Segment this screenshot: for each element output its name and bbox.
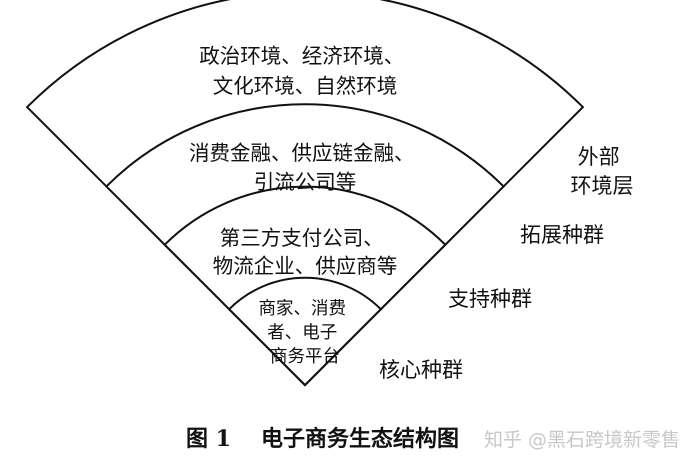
figure-title: 电子商务生态结构图	[261, 426, 459, 452]
extension-population-line: 引流公司等	[254, 170, 357, 194]
layer-label-line: 支持种群	[448, 287, 532, 311]
extension-population-text: 消费金融、供应链金融、 引流公司等	[189, 141, 421, 194]
core-population-line: 商家、消费	[258, 299, 346, 319]
sector-core-population	[227, 276, 383, 387]
extension-population-line: 消费金融、供应链金融、	[189, 141, 415, 165]
core-population-line: 者、电子	[267, 323, 337, 343]
support-population-line: 物流企业、供应商等	[213, 254, 398, 278]
figure-label: 图 1	[186, 426, 231, 452]
watermark: 知乎 @黑石跨境新零售	[484, 429, 680, 451]
layer-label-core: 核心种群	[379, 358, 463, 382]
layer-label-line: 外部	[578, 145, 620, 169]
core-population-line: 商务平台	[270, 347, 340, 367]
outer-environment-line: 政治环境、经济环境、	[199, 44, 404, 68]
core-population-text: 商家、消费 者、电子 商务平台	[258, 299, 351, 367]
outer-environment-line: 文化环境、自然环境	[213, 74, 398, 98]
layer-label-outer-environment: 外部 环境层	[571, 145, 634, 198]
layer-label-support: 支持种群	[448, 287, 532, 311]
layer-label-line: 核心种群	[379, 358, 463, 382]
layer-label-line: 环境层	[571, 174, 634, 198]
support-population-text: 第三方支付公司、 物流企业、供应商等	[213, 226, 398, 278]
support-population-line: 第三方支付公司、	[220, 226, 384, 250]
layer-label-line: 拓展种群	[520, 223, 604, 247]
layer-label-extension: 拓展种群	[520, 223, 604, 247]
outer-environment-text: 政治环境、经济环境、 文化环境、自然环境	[199, 44, 411, 98]
